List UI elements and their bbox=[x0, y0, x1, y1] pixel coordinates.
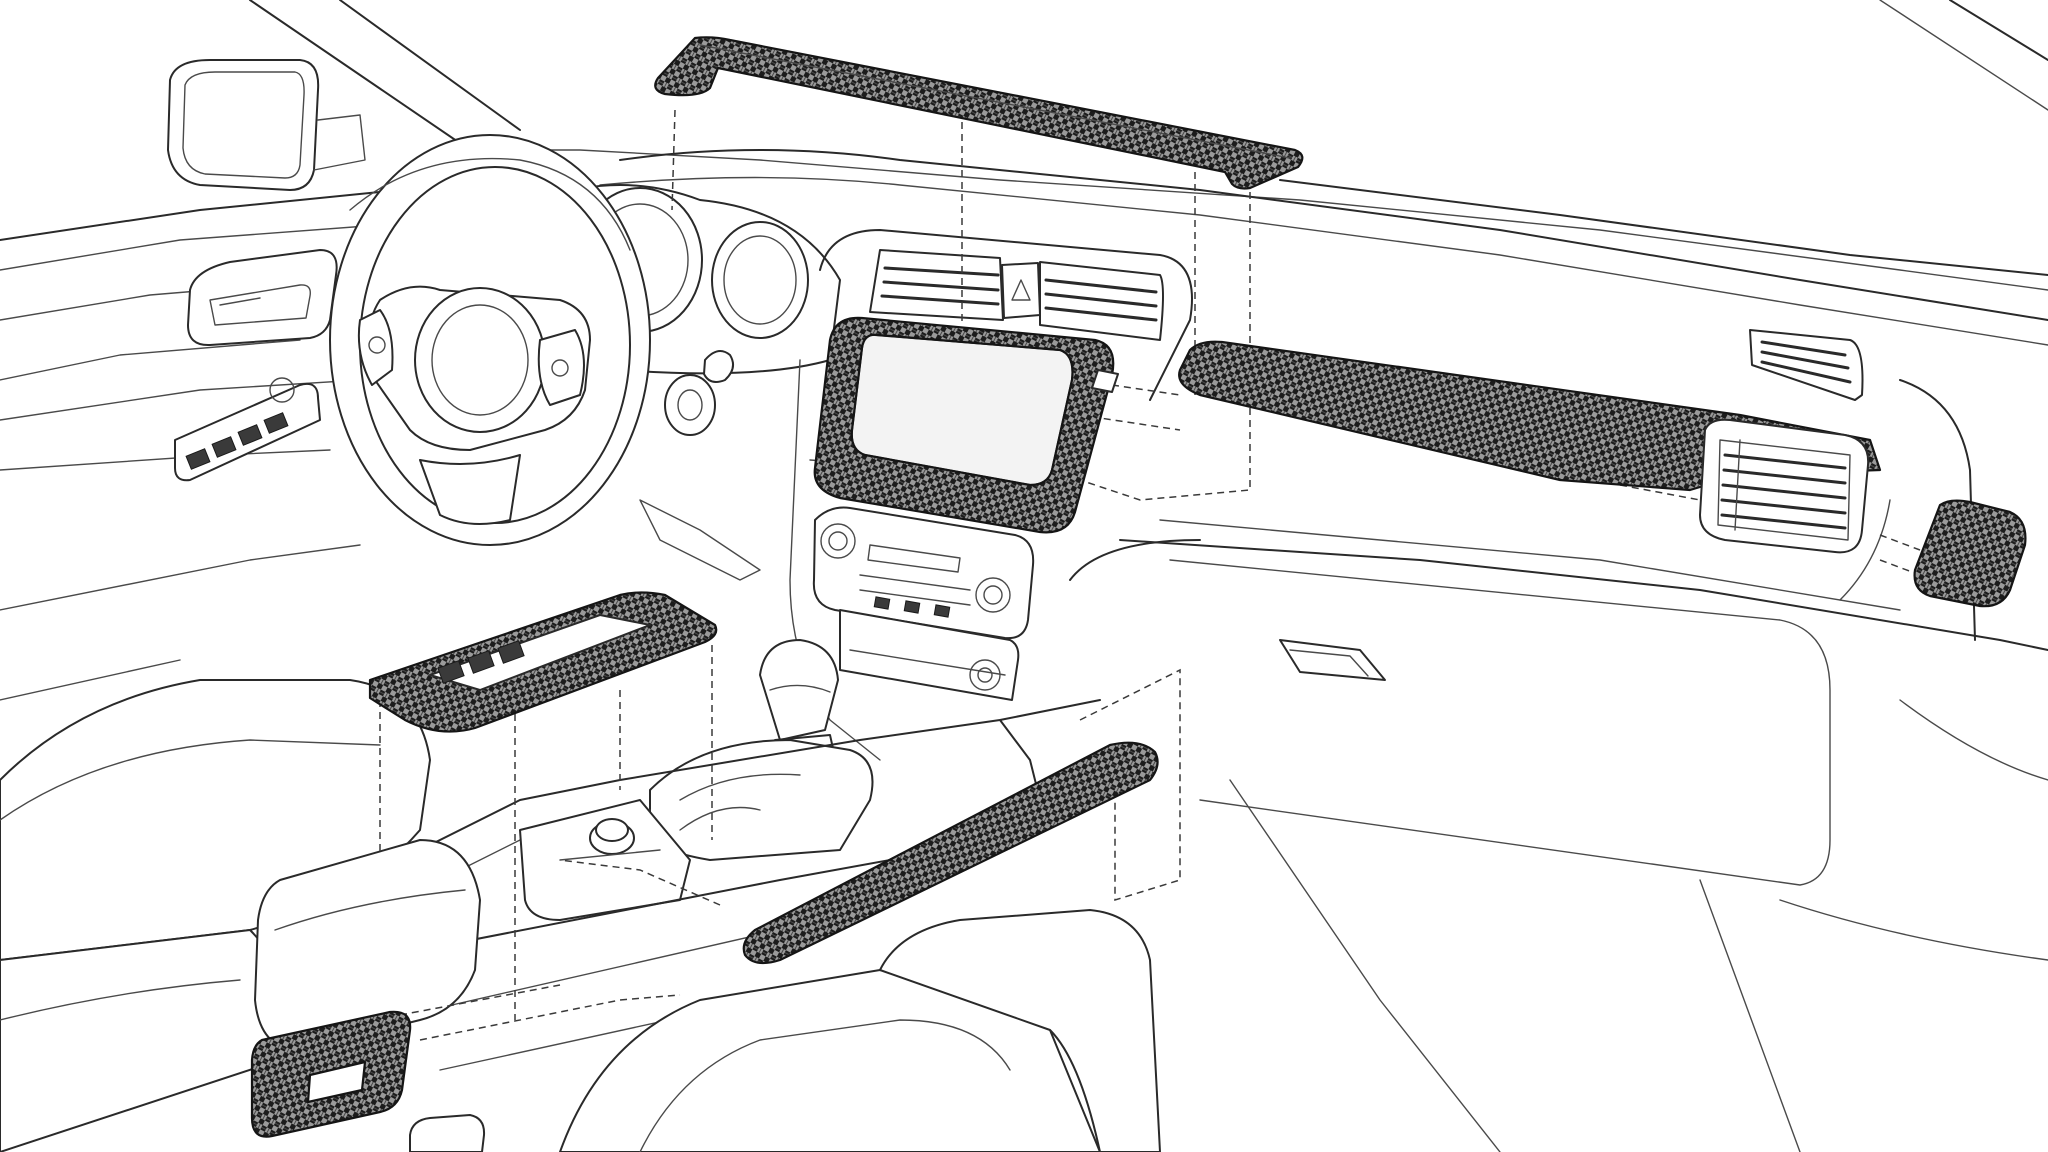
window-switch-2 bbox=[467, 650, 495, 674]
gear-shifter bbox=[649, 639, 874, 861]
door-window-switches bbox=[174, 377, 321, 482]
ignition-area bbox=[639, 350, 761, 581]
dashboard-body bbox=[599, 149, 2048, 1152]
center-stack bbox=[789, 229, 1193, 761]
window-switch-opening bbox=[429, 614, 651, 691]
center-console-side-trim-part bbox=[742, 741, 1159, 965]
window-switch-1 bbox=[437, 660, 465, 684]
lower-door-panel-trim-part bbox=[250, 1010, 412, 1138]
door-inner-handle bbox=[187, 249, 338, 347]
right-side-vent-cap-part bbox=[1913, 499, 2027, 608]
infotainment-screen-bezel-part bbox=[813, 316, 1115, 534]
door-release-bottom bbox=[409, 1114, 486, 1152]
cabin-outline bbox=[0, 0, 2048, 701]
window-switch-3 bbox=[497, 640, 525, 664]
passenger-vent bbox=[1699, 418, 1870, 554]
center-console-lower bbox=[379, 699, 1101, 1071]
top-dash-trim-part bbox=[654, 36, 1304, 190]
side-mirror bbox=[167, 59, 366, 191]
leader-lines bbox=[379, 109, 1921, 1041]
center-armrest bbox=[254, 839, 481, 1051]
passenger-seat bbox=[559, 909, 1161, 1152]
steering-wheel bbox=[329, 134, 651, 546]
